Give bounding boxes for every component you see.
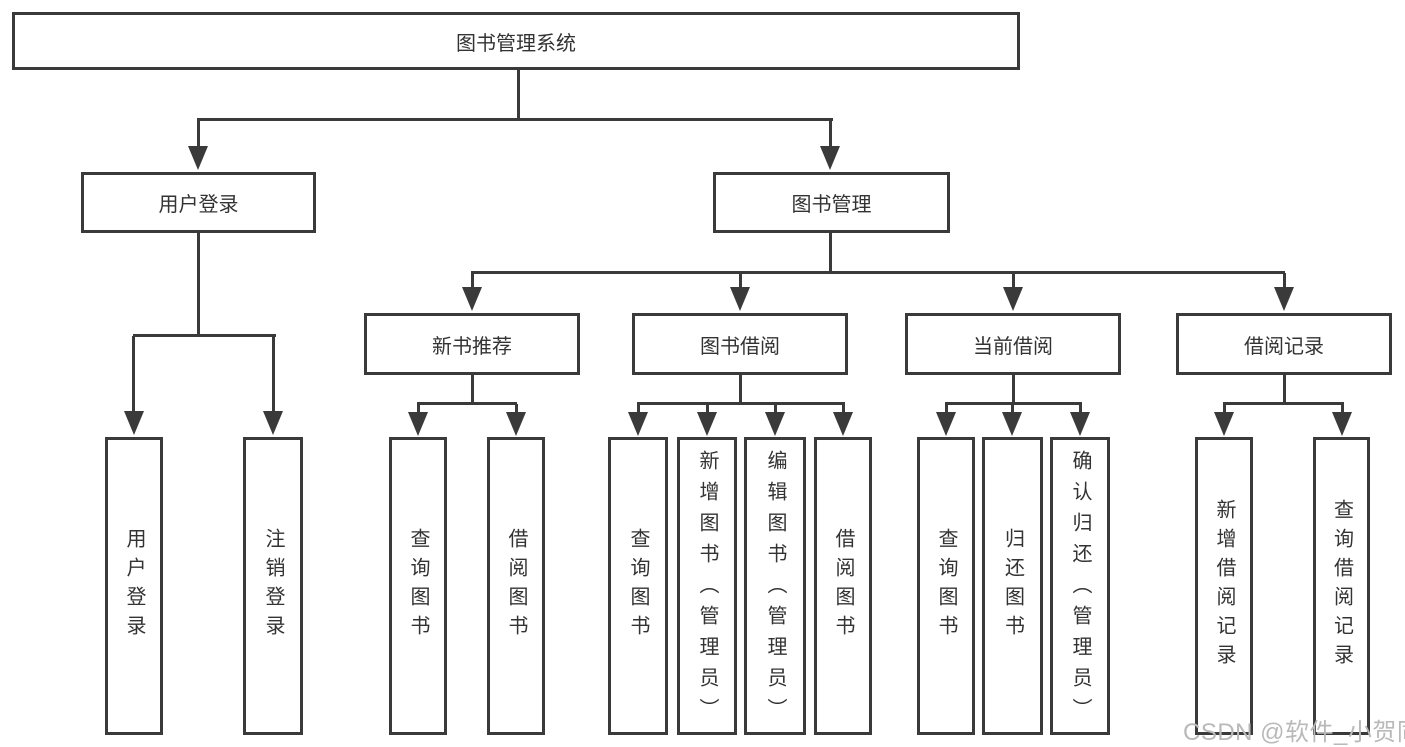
edge-borrow-records-stem <box>1283 374 1286 405</box>
arrowhead-leaf-add-book <box>697 412 717 436</box>
arrowhead-borrow-records <box>1274 287 1294 311</box>
leaf-query-borrow-record-label: 查询借阅记录 <box>1330 499 1353 673</box>
node-book-management: 图书管理 <box>713 172 950 233</box>
arrowhead-leaf-confirm-return <box>1070 412 1090 436</box>
node-current-borrow-label: 当前借阅 <box>973 335 1053 358</box>
arrowhead-book-management <box>820 146 840 170</box>
arrowhead-current-borrow <box>1003 287 1023 311</box>
leaf-newbook-borrow-label: 借阅图书 <box>505 528 527 644</box>
edge-user-login-stem <box>197 232 200 337</box>
edge-book-management-stem <box>829 232 832 273</box>
leaf-borrow-query: 查询图书 <box>608 437 668 735</box>
arrowhead-leaf-borrow-book <box>833 412 853 436</box>
node-root-label: 图书管理系统 <box>456 32 576 55</box>
node-book-management-label: 图书管理 <box>791 194 872 216</box>
edge-to-current-borrow <box>1012 273 1015 289</box>
edge-root-stem <box>517 69 520 120</box>
leaf-add-borrow-record-label: 新增借阅记录 <box>1213 499 1235 673</box>
arrowhead-leaf-borrow-query <box>628 412 648 436</box>
leaf-borrow-book-label: 借阅图书 <box>832 528 854 644</box>
edge-book-borrow-stem <box>739 374 742 405</box>
leaf-newbook-query: 查询图书 <box>389 437 447 735</box>
edge-to-leaf-borrow-query <box>637 404 640 414</box>
arrowhead-leaf-newbook-borrow <box>506 412 526 436</box>
node-root: 图书管理系统 <box>12 12 1020 70</box>
edge-to-book-borrow <box>739 273 742 289</box>
leaf-current-query: 查询图书 <box>917 437 975 735</box>
edge-to-leaf-current-query <box>945 404 948 414</box>
edge-to-leaf-logout <box>272 336 275 413</box>
node-current-borrow: 当前借阅 <box>905 313 1121 375</box>
node-book-borrow-label: 图书借阅 <box>700 335 780 358</box>
node-user-login-label: 用户登录 <box>158 194 239 216</box>
leaf-newbook-borrow: 借阅图书 <box>487 437 545 735</box>
leaf-newbook-query-label: 查询图书 <box>407 528 429 644</box>
edge-to-leaf-user-login <box>132 336 135 413</box>
edge-to-leaf-return-book <box>1011 404 1014 414</box>
leaf-borrow-query-label: 查询图书 <box>627 528 649 644</box>
leaf-add-borrow-record: 新增借阅记录 <box>1195 437 1253 735</box>
arrowhead-leaf-return-book <box>1002 412 1022 436</box>
leaf-edit-book-admin: 编辑图书（管理员） <box>744 437 806 735</box>
leaf-logout: 注销登录 <box>243 437 303 735</box>
arrowhead-user-login <box>188 146 208 170</box>
edge-book-borrow-rail <box>637 402 845 405</box>
edge-to-borrow-records <box>1283 273 1286 289</box>
edge-to-leaf-newbook-query <box>417 404 420 414</box>
edge-current-borrow-stem <box>1012 374 1015 405</box>
arrowhead-new-book-recommend <box>462 287 482 311</box>
arrowhead-leaf-logout <box>263 411 283 435</box>
arrowhead-leaf-newbook-query <box>408 412 428 436</box>
arrowhead-leaf-current-query <box>936 412 956 436</box>
edge-borrow-records-rail <box>1223 402 1344 405</box>
node-book-borrow: 图书借阅 <box>632 313 848 375</box>
arrowhead-leaf-add-record <box>1214 412 1234 436</box>
leaf-logout-label: 注销登录 <box>262 528 284 644</box>
edge-current-borrow-rail <box>945 402 1082 405</box>
node-user-login: 用户登录 <box>81 172 316 233</box>
edge-to-leaf-borrow-book <box>842 404 845 414</box>
arrowhead-leaf-query-record <box>1332 412 1352 436</box>
edge-root-to-book-management <box>829 120 832 150</box>
leaf-return-book: 归还图书 <box>982 437 1043 735</box>
leaf-user-login: 用户登录 <box>105 437 163 735</box>
edge-root-rail <box>197 118 833 121</box>
edge-to-leaf-query-record <box>1341 404 1344 414</box>
edge-to-leaf-edit-book <box>774 404 777 414</box>
edge-to-leaf-confirm-return <box>1079 404 1082 414</box>
leaf-borrow-book: 借阅图书 <box>814 437 872 735</box>
edge-new-book-recommend-stem <box>471 374 474 405</box>
leaf-current-query-label: 查询图书 <box>935 528 957 644</box>
edge-book-management-rail <box>471 271 1285 274</box>
node-new-book-recommend-label: 新书推荐 <box>432 335 512 358</box>
node-new-book-recommend: 新书推荐 <box>364 313 580 375</box>
arrowhead-book-borrow <box>730 287 750 311</box>
leaf-edit-book-admin-label: 编辑图书（管理员） <box>764 450 786 729</box>
leaf-add-book-admin: 新增图书（管理员） <box>677 437 737 735</box>
csdn-watermark: CSDN @软件_小贺同学 <box>1183 719 1405 746</box>
edge-root-to-user-login <box>197 120 200 150</box>
edge-user-login-rail <box>133 334 276 337</box>
arrowhead-leaf-edit-book <box>765 412 785 436</box>
edge-to-leaf-newbook-borrow <box>515 404 518 414</box>
leaf-user-login-label: 用户登录 <box>123 528 145 644</box>
leaf-return-book-label: 归还图书 <box>1001 528 1024 644</box>
node-borrow-records: 借阅记录 <box>1176 313 1392 375</box>
edge-new-book-recommend-rail <box>417 402 517 405</box>
leaf-confirm-return-admin-label: 确认归还（管理员） <box>1069 450 1091 729</box>
arrowhead-leaf-user-login <box>124 411 144 435</box>
node-borrow-records-label: 借阅记录 <box>1244 335 1324 358</box>
edge-to-new-book-recommend <box>471 273 474 289</box>
edge-to-leaf-add-record <box>1223 404 1226 414</box>
leaf-add-book-admin-label: 新增图书（管理员） <box>696 450 718 729</box>
leaf-confirm-return-admin: 确认归还（管理员） <box>1050 437 1110 735</box>
edge-to-leaf-add-book <box>706 404 709 414</box>
leaf-query-borrow-record: 查询借阅记录 <box>1313 437 1370 735</box>
